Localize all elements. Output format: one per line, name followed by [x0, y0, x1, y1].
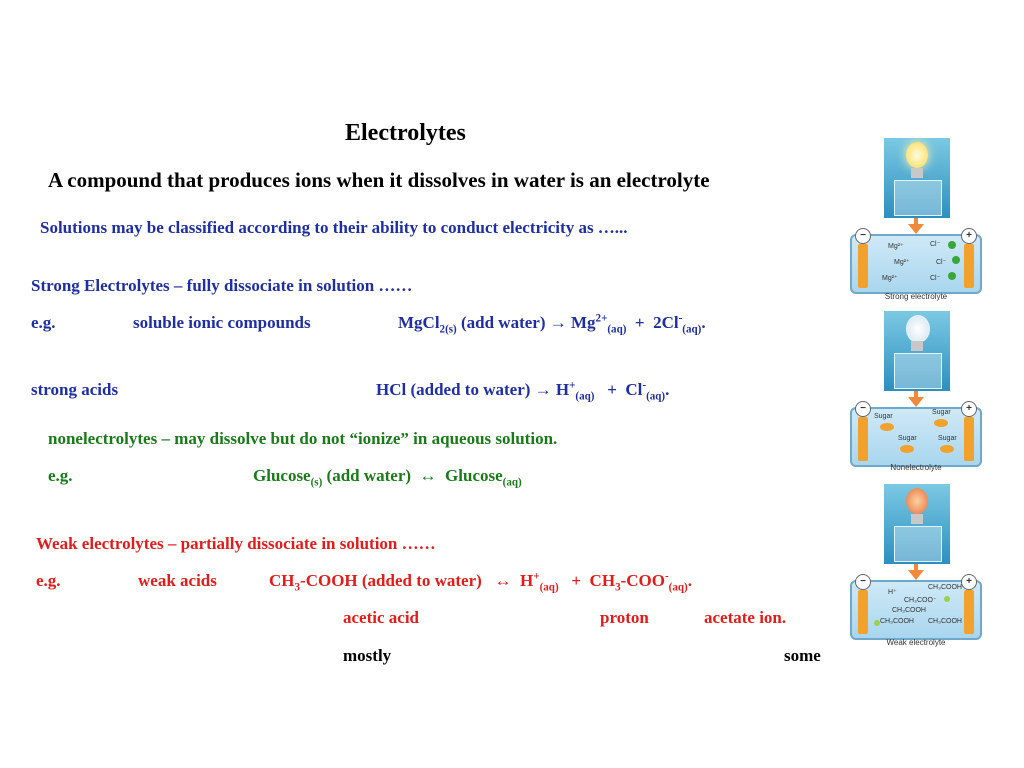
label-some: some: [784, 646, 821, 665]
positive-terminal-icon: +: [961, 401, 977, 417]
label-mostly: mostly: [343, 646, 392, 665]
weak-caption: Weak electrolyte: [886, 638, 946, 647]
strong-cell: − + Mg²⁺ Mg²⁺ Mg²⁺ Cl⁻ Cl⁻ Cl⁻: [850, 228, 982, 294]
nonelectrolyte-caption: Nonelectrolyte: [890, 463, 942, 472]
sugar-molecule: Sugar: [932, 409, 951, 416]
positive-terminal-icon: +: [961, 574, 977, 590]
mgcl2-equation: MgCl2(s) (add water) → Mg2+(aq) + 2Cl-(a…: [398, 312, 706, 336]
sugar-molecule: Sugar: [898, 435, 917, 442]
weak-heading: Weak electrolytes – partially dissociate…: [36, 534, 436, 553]
label-acetate-ion: acetate ion.: [704, 608, 787, 627]
nonelectrolyte-figure: − + Sugar Sugar Sugar Sugar Nonelectroly…: [850, 311, 984, 476]
strong-eg: e.g.: [31, 313, 56, 332]
strong-caption: Strong electrolyte: [884, 292, 948, 301]
acetic-acid-equation: CH3-COOH (added to water) ↔ H+(aq) + CH3…: [269, 570, 692, 594]
strong-acids-label: strong acids: [31, 380, 119, 399]
dim-bulb-icon: [906, 488, 928, 514]
ch3coo-ion: CH₃COO⁻: [904, 597, 937, 604]
lit-bulb-photo: [884, 138, 950, 218]
nonelectrolyte-eg: e.g.: [48, 466, 73, 485]
cl-ion: Cl⁻: [936, 259, 947, 266]
unlit-bulb-photo: [884, 311, 950, 391]
negative-terminal-icon: −: [855, 401, 871, 417]
mg-ion: Mg²⁺: [894, 259, 910, 266]
label-proton: proton: [600, 608, 649, 627]
page-title: Electrolytes: [345, 120, 466, 146]
sugar-molecule: Sugar: [874, 413, 893, 420]
unlit-bulb-icon: [906, 315, 930, 343]
cl-ion: Cl⁻: [930, 241, 941, 248]
label-acetic-acid: acetic acid: [343, 608, 419, 627]
mg-ion: Mg²⁺: [888, 243, 904, 250]
mg-ion: Mg²⁺: [882, 275, 898, 282]
weak-eg: e.g.: [36, 571, 61, 590]
ch3cooh-molecule: CH₃COOH: [928, 584, 962, 591]
strong-heading: Strong Electrolytes – fully dissociate i…: [31, 276, 413, 295]
definition-text: A compound that produces ions when it di…: [48, 168, 710, 192]
ch3cooh-molecule: CH₃COOH: [928, 618, 962, 625]
weak-acids-label: weak acids: [138, 571, 217, 590]
weak-cell: − + H⁺ CH₃COOH CH₃COO⁻ CH₃COOH CH₃COOH C…: [850, 574, 982, 640]
lit-bulb-icon: [906, 142, 928, 168]
negative-terminal-icon: −: [855, 574, 871, 590]
negative-terminal-icon: −: [855, 228, 871, 244]
sugar-molecule: Sugar: [938, 435, 957, 442]
intro-text: Solutions may be classified according to…: [40, 218, 628, 237]
strong-electrolyte-figure: − + Mg²⁺ Mg²⁺ Mg²⁺ Cl⁻ Cl⁻ Cl⁻ Strong el…: [850, 138, 984, 308]
weak-electrolyte-figure: − + H⁺ CH₃COOH CH₃COO⁻ CH₃COOH CH₃COOH C…: [850, 484, 984, 654]
glucose-equation: Glucose(s) (add water) ↔ Glucose(aq): [253, 466, 522, 489]
nonelectrolyte-cell: − + Sugar Sugar Sugar Sugar: [850, 401, 982, 467]
ionic-compounds-label: soluble ionic compounds: [133, 313, 311, 332]
cl-ion: Cl⁻: [930, 275, 941, 282]
h-ion: H⁺: [888, 589, 897, 596]
ch3cooh-molecule: CH₃COOH: [880, 618, 914, 625]
ch3cooh-molecule: CH₃COOH: [892, 607, 926, 614]
positive-terminal-icon: +: [961, 228, 977, 244]
hcl-equation: HCl (added to water) → H+(aq) + Cl-(aq).: [376, 379, 670, 403]
dim-bulb-photo: [884, 484, 950, 564]
nonelectrolyte-heading: nonelectrolytes – may dissolve but do no…: [48, 429, 558, 448]
